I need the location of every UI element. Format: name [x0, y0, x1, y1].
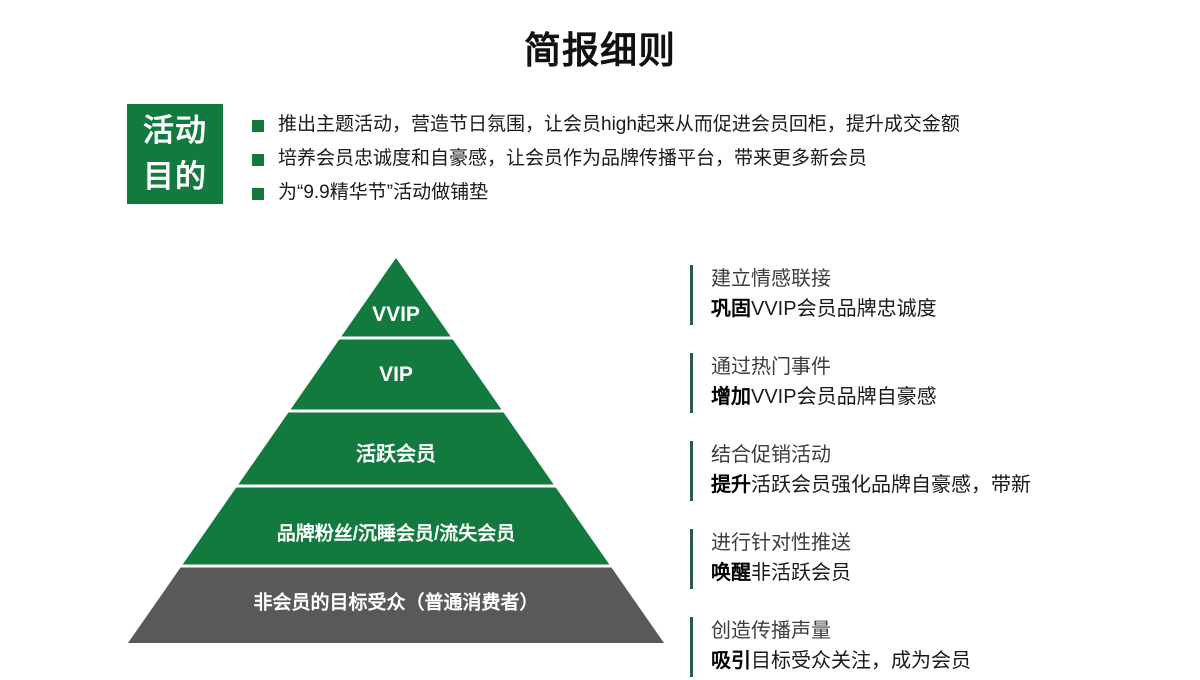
purpose-bullet-text: 培养会员忠诚度和自豪感，让会员作为品牌传播平台，带来更多新会员	[278, 148, 868, 169]
annotation-top-line: 进行针对性推送	[711, 532, 851, 554]
annotation-block: 建立情感联接 巩固VVIP会员品牌忠诚度	[690, 265, 937, 325]
page-title: 简报细则	[524, 30, 676, 71]
annotation-rest: VVIP会员品牌自豪感	[751, 386, 937, 408]
bullet-square-icon	[252, 154, 264, 166]
annotation-keyword: 增加	[711, 386, 751, 408]
bullet-square-icon	[252, 120, 264, 132]
bullet-square-icon	[252, 188, 264, 200]
purpose-bullet-text: 推出主题活动，营造节日氛围，让会员high起来从而促进会员回柜，提升成交金额	[278, 114, 960, 135]
annotation-rest: 活跃会员强化品牌自豪感，带新	[751, 474, 1031, 496]
annotation-bottom-line: 提升活跃会员强化品牌自豪感，带新	[711, 470, 1031, 501]
annotation-top-line: 通过热门事件	[711, 356, 831, 378]
purpose-badge-line-2: 目的	[143, 159, 207, 194]
pyramid-tier-shape	[128, 567, 664, 643]
pyramid-tier-label-active-member: 活跃会员	[356, 443, 436, 466]
annotation-keyword: 吸引	[711, 650, 751, 672]
list-item: 推出主题活动，营造节日氛围，让会员high起来从而促进会员回柜，提升成交金额	[252, 112, 1132, 138]
annotation-block: 结合促销活动 提升活跃会员强化品牌自豪感，带新	[690, 441, 1031, 501]
pyramid-tier-label-vvip: VVIP	[372, 303, 420, 326]
pyramid-tier-shape	[290, 339, 502, 410]
purpose-badge: 活动 目的	[127, 104, 223, 204]
purpose-bullet-text: 为“9.9精华节”活动做铺垫	[278, 182, 489, 203]
annotation-bottom-line: 吸引目标受众关注，成为会员	[711, 646, 971, 677]
annotation-bottom-line: 唤醒非活跃会员	[711, 558, 851, 589]
annotation-bottom-line: 增加VVIP会员品牌自豪感	[711, 382, 937, 413]
annotation-keyword: 提升	[711, 474, 751, 496]
annotation-block: 进行针对性推送 唤醒非活跃会员	[690, 529, 851, 589]
list-item: 培养会员忠诚度和自豪感，让会员作为品牌传播平台，带来更多新会员	[252, 146, 1132, 172]
pyramid-tier-label-fans-dormant-churned: 品牌粉丝/沉睡会员/流失会员	[276, 523, 516, 545]
annotation-block: 通过热门事件 增加VVIP会员品牌自豪感	[690, 353, 937, 413]
annotation-bottom-line: 巩固VVIP会员品牌忠诚度	[711, 294, 937, 325]
annotation-rest: 非活跃会员	[751, 562, 851, 584]
annotation-top-line: 建立情感联接	[711, 268, 831, 290]
pyramid-tier-label-non-member-audience: 非会员的目标受众（普通消费者）	[253, 592, 539, 614]
annotation-rest: VVIP会员品牌忠诚度	[751, 298, 937, 320]
pyramid-tier-shape	[341, 258, 451, 337]
purpose-bullet-list: 推出主题活动，营造节日氛围，让会员high起来从而促进会员回柜，提升成交金额 培…	[252, 112, 1132, 214]
pyramid-tier-shape	[238, 412, 554, 485]
annotation-block: 创造传播声量 吸引目标受众关注，成为会员	[690, 617, 971, 677]
purpose-badge-line-1: 活动	[143, 113, 207, 148]
annotation-top-line: 创造传播声量	[711, 620, 831, 642]
list-item: 为“9.9精华节”活动做铺垫	[252, 180, 1132, 206]
annotation-keyword: 唤醒	[711, 562, 751, 584]
annotation-top-line: 结合促销活动	[711, 444, 831, 466]
pyramid-tier-label-vip: VIP	[379, 363, 413, 386]
annotation-rest: 目标受众关注，成为会员	[751, 650, 971, 672]
pyramid-tier-shape	[182, 487, 610, 565]
annotation-keyword: 巩固	[711, 298, 751, 320]
